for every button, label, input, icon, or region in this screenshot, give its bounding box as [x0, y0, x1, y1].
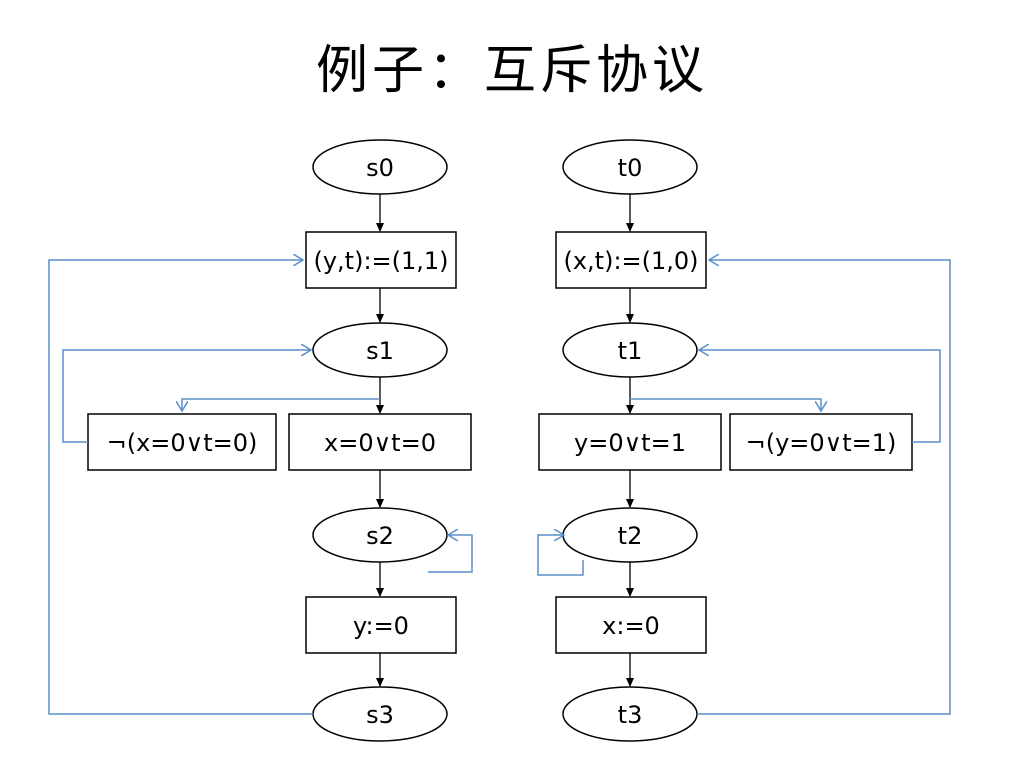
guard-t-false-label: ¬(y=0∨t=1): [746, 429, 897, 457]
release-t-label: x:=0: [602, 612, 660, 640]
state-s2-label: s2: [366, 522, 394, 550]
assign-s-label: (y,t):=(1,1): [313, 247, 448, 275]
assign-t-label: (x,t):=(1,0): [563, 247, 698, 275]
assign-s-box: [305, 231, 457, 289]
edge-t1-to-guard-false: [630, 398, 821, 411]
guard-s-false-label: ¬(x=0∨t=0): [107, 429, 258, 457]
state-t1-label: t1: [618, 337, 643, 365]
state-t2-label: t2: [618, 522, 643, 550]
edge-t3-back-to-assign: [697, 260, 951, 715]
edge-guard-false-back-to-s1: [62, 350, 311, 443]
release-t-box: [555, 596, 707, 654]
release-s-label: y:=0: [353, 612, 409, 640]
state-s3-label: s3: [366, 701, 394, 729]
process-t: t0 (x,t):=(1,0) t1 y=0∨t=1 ¬(y=0∨t=1) t2…: [537, 139, 951, 742]
guard-t-true-box: [538, 413, 722, 471]
state-s1-label: s1: [366, 337, 394, 365]
state-s0-label: s0: [366, 154, 394, 182]
assign-t-box: [555, 231, 707, 289]
guard-t-false-box: [729, 413, 913, 471]
process-s: s0 (y,t):=(1,1) s1 ¬(x=0∨t=0) x=0∨t=0 s2…: [48, 139, 473, 742]
guard-s-true-label: x=0∨t=0: [324, 429, 436, 457]
release-s-box: [305, 596, 457, 654]
page-title: 例子：互斥协议: [315, 41, 708, 101]
guard-t-true-label: y=0∨t=1: [574, 429, 686, 457]
state-t0-label: t0: [618, 154, 643, 182]
edge-s3-back-to-assign: [48, 260, 313, 715]
edge-s2-self-loop: [428, 535, 473, 573]
edge-guard-false-back-to-t1: [699, 350, 941, 443]
edge-t2-self-loop: [537, 535, 584, 576]
edge-s1-to-guard-false: [182, 398, 380, 411]
state-t3-label: t3: [618, 701, 643, 729]
